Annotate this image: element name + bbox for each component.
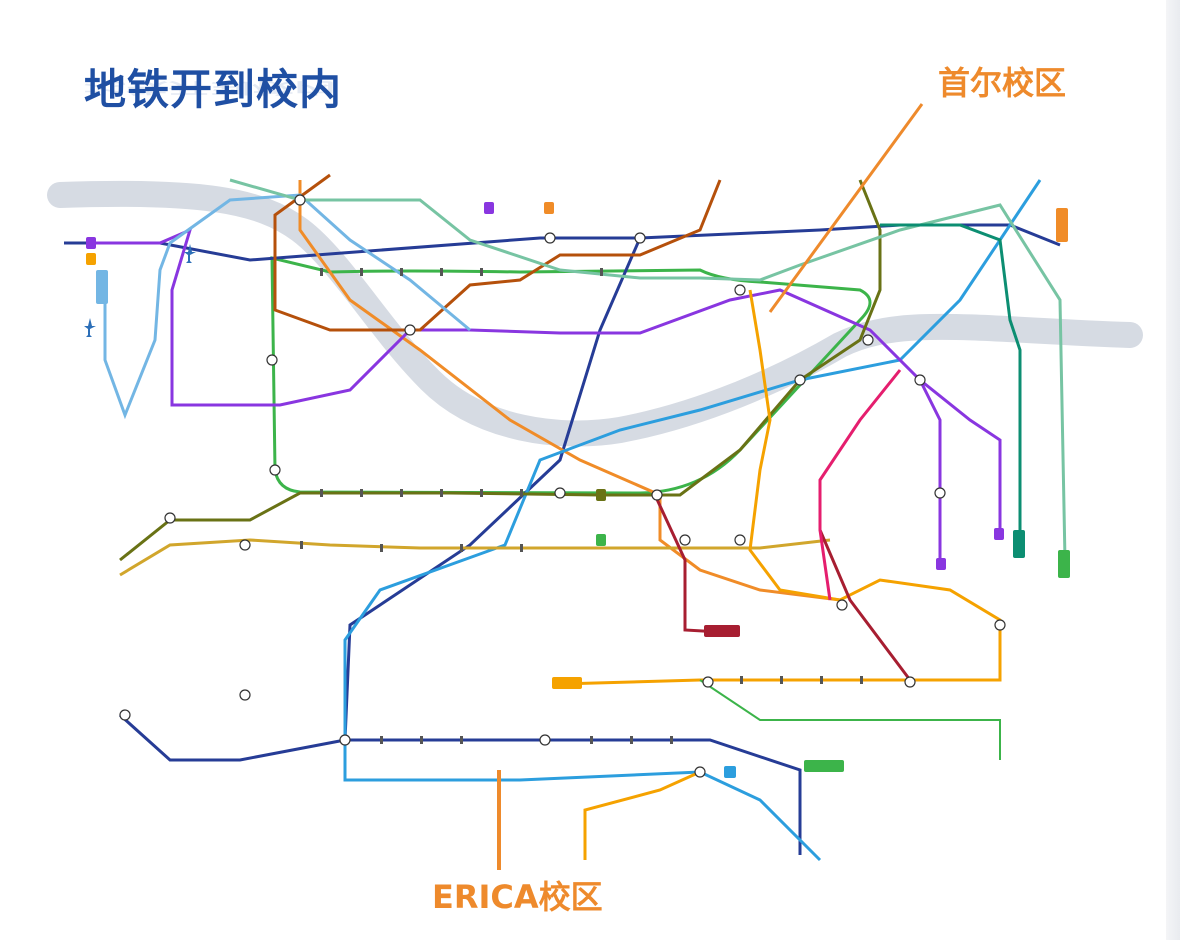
line-badge <box>86 253 96 265</box>
station-marker <box>239 689 251 701</box>
station-marker <box>266 354 278 366</box>
station-marker <box>554 487 566 499</box>
line-badge <box>804 760 844 772</box>
suin-bundang-line <box>559 289 1002 860</box>
line-badge <box>96 270 108 304</box>
station-marker <box>836 599 848 611</box>
shinbundang-line <box>653 494 912 681</box>
seoul-campus-callout: 首尔校区 <box>938 64 1067 102</box>
station-marker <box>269 464 281 476</box>
line-badge <box>1013 530 1025 558</box>
station-marker <box>679 534 691 546</box>
station-marker <box>539 734 551 746</box>
station-marker <box>794 374 806 386</box>
station-marker <box>119 709 131 721</box>
station-marker <box>651 489 663 501</box>
erica-campus-callout: ERICA校区 <box>432 878 603 916</box>
line-badge <box>1056 208 1068 242</box>
line9 <box>119 538 831 577</box>
station-marker <box>934 487 946 499</box>
station-marker <box>164 512 176 524</box>
station-marker <box>239 539 251 551</box>
line-badge <box>86 237 96 249</box>
station-marker <box>914 374 926 386</box>
line5 <box>90 227 1002 565</box>
station-ticks <box>300 268 863 744</box>
station-marker <box>862 334 874 346</box>
han-river <box>47 180 1143 447</box>
line-badge <box>596 489 606 501</box>
station-marker <box>904 676 916 688</box>
station-marker <box>404 324 416 336</box>
airport-icon <box>84 244 196 337</box>
line-badge <box>704 625 740 637</box>
suin-line <box>699 679 1001 760</box>
line8 <box>818 369 902 601</box>
station-marker <box>702 676 714 688</box>
station-marker <box>734 284 746 296</box>
line6 <box>273 173 722 332</box>
line-badge <box>936 558 946 570</box>
station-marker <box>339 734 351 746</box>
station-marker <box>294 194 306 206</box>
line4 <box>343 179 1042 862</box>
station-marker <box>694 766 706 778</box>
slide-edge <box>1166 0 1180 940</box>
seoul-campus-leader <box>768 103 924 313</box>
transfer-stations <box>119 194 1006 778</box>
gyeongchun-line <box>880 223 1022 540</box>
line-badge <box>596 534 606 546</box>
line-badge <box>994 528 1004 540</box>
station-marker <box>734 534 746 546</box>
airport-line <box>103 193 471 420</box>
line-badge <box>724 766 736 778</box>
line3 <box>298 180 841 602</box>
line-badge <box>1058 550 1070 578</box>
line7 <box>119 179 882 562</box>
station-marker <box>544 232 556 244</box>
line-badge <box>544 202 554 214</box>
line-badge <box>484 202 494 214</box>
station-marker <box>994 619 1006 631</box>
line-badges <box>86 202 1070 778</box>
page-title: 地铁开到校内 <box>84 65 343 114</box>
gyeongui-line <box>229 178 1067 561</box>
station-marker <box>634 232 646 244</box>
line-badge <box>552 677 582 689</box>
